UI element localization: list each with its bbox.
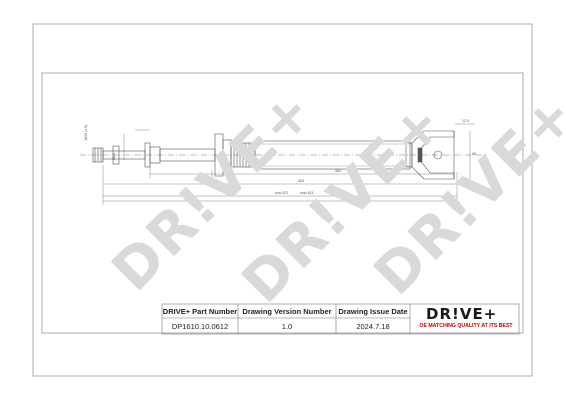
part-number-value: DP1610.10.0612 <box>171 321 229 331</box>
dimension-min-label: min.423 <box>275 191 288 195</box>
outer-frame <box>32 23 533 377</box>
dimension-thread-label: M10 (1.5) <box>84 124 88 140</box>
issue-date-value: 2024.7.18 <box>356 321 390 331</box>
title-block-grid <box>161 303 520 335</box>
version-number-header: Drawing Version Number <box>242 306 332 316</box>
dimension-diameter-label: Ø16 <box>112 153 116 160</box>
version-number-value: 1.0 <box>281 321 293 331</box>
dimension-bushing-label: 12.5 <box>462 119 469 123</box>
dimension-fork-label: 55 <box>472 152 476 156</box>
issue-date-header: Drawing Issue Date <box>338 306 408 316</box>
shock-absorber-drawing <box>80 123 485 205</box>
logo-tagline: OE MATCHING QUALITY AT ITS BEST <box>419 323 513 329</box>
inner-frame <box>41 72 524 334</box>
dimension-length-b-label: 384 <box>335 169 341 173</box>
drive-plus-logo: DR!VE+ OE MATCHING QUALITY AT ITS BEST <box>416 305 516 335</box>
part-number-header: DRIVE+ Part Number <box>162 306 238 316</box>
logo-wordmark: DR!VE+ <box>426 305 498 323</box>
dimension-stroke-label: max.611 <box>300 191 314 195</box>
dimension-length-a-label: 403 <box>298 179 304 183</box>
